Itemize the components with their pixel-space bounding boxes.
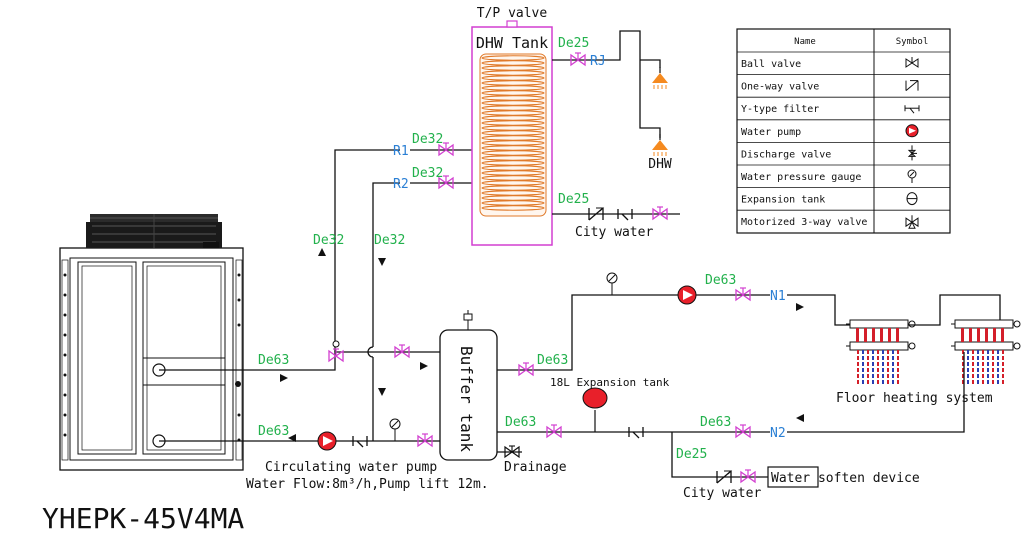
size-label: De32 (412, 166, 443, 181)
discharge-valve-icon (907, 145, 917, 161)
drainage-label: Drainage (504, 460, 567, 475)
pressure-gauge-icon (389, 418, 401, 442)
size-label: De63 (537, 353, 568, 368)
ball-valve-icon (417, 433, 433, 447)
shower-head-icon (651, 133, 669, 157)
legend-row-name: Expansion tank (741, 195, 825, 206)
port-label-rj: RJ (590, 54, 606, 69)
ball-valve-icon (518, 362, 534, 376)
legend-header-name: Name (794, 37, 816, 47)
size-label: De25 (558, 36, 589, 51)
ball-valve-icon (394, 344, 410, 358)
floor-heating-manifold (950, 319, 1021, 387)
port-label-r1: R1 (393, 144, 409, 159)
ball-valve-icon (546, 424, 562, 438)
water-soften-device (767, 466, 819, 488)
size-label: De32 (313, 233, 344, 248)
water-pump-icon (905, 124, 919, 138)
pump-label: Circulating water pump (265, 460, 437, 475)
model-label: YHEPK-45V4MA (42, 502, 244, 535)
tp-valve-fitting (506, 20, 518, 28)
expansion-tank-icon (906, 192, 918, 206)
water-soften-label: Water soften device (771, 471, 920, 486)
pressure-gauge-icon (606, 272, 618, 296)
buffer-tank-label: Buffer tank (457, 346, 476, 452)
size-label: De63 (258, 424, 289, 439)
size-label: De25 (676, 447, 707, 462)
expansion-tank-icon (582, 387, 608, 409)
ball-valve-icon (570, 52, 586, 66)
circulating-pump-icon (317, 431, 337, 451)
ball-valve-icon (652, 206, 668, 220)
dhw-tank-label: DHW Tank (476, 34, 548, 52)
city-water-label-top: City water (575, 225, 653, 240)
floor-heating-label: Floor heating system (836, 391, 993, 406)
pressure-gauge-icon (907, 169, 917, 183)
ball-valve-icon (735, 287, 751, 301)
port-label-n1: N1 (770, 289, 786, 304)
dhw-label: DHW (648, 157, 672, 172)
port-label-r2: R2 (393, 177, 409, 192)
ball-valve-icon (905, 57, 919, 68)
size-label: De63 (505, 415, 536, 430)
ball-valve-icon (740, 469, 756, 483)
heat-pump-unit (59, 214, 244, 471)
water-pump-icon (677, 285, 697, 305)
pump-spec: Water Flow:8m³/h,Pump lift 12m. (246, 477, 489, 492)
floor-heating-manifold (845, 319, 916, 387)
ball-valve-icon (735, 424, 751, 438)
three-way-valve-icon (905, 215, 919, 229)
size-label: De63 (705, 273, 736, 288)
legend-row-name: Motorized 3-way valve (741, 217, 867, 228)
flow-arrows (280, 248, 804, 442)
legend-row-name: Ball valve (741, 59, 801, 70)
city-water-label-bottom: City water (683, 486, 761, 501)
size-label: De32 (412, 132, 443, 147)
expansion-tank-label: 18L Expansion tank (550, 376, 670, 389)
legend-row-name: Discharge valve (741, 149, 831, 160)
y-filter-icon (904, 105, 920, 114)
legend-row-name: One-way valve (741, 82, 819, 93)
size-label: De63 (700, 415, 731, 430)
shower-head-icon (651, 66, 669, 90)
check-valve-icon (905, 80, 919, 91)
size-label: De32 (374, 233, 405, 248)
legend-row-name: Y-type filter (741, 104, 819, 115)
legend-row-name: Water pump (741, 127, 801, 138)
tp-valve-label: T/P valve (477, 6, 548, 21)
legend-header-symbol: Symbol (896, 37, 929, 47)
three-way-valve-icon (328, 348, 344, 362)
port-label-n2: N2 (770, 426, 786, 441)
legend-row-name: Water pressure gauge (741, 172, 861, 183)
size-label: De63 (258, 353, 289, 368)
size-label: De25 (558, 192, 589, 207)
dhw-coil (479, 53, 547, 217)
